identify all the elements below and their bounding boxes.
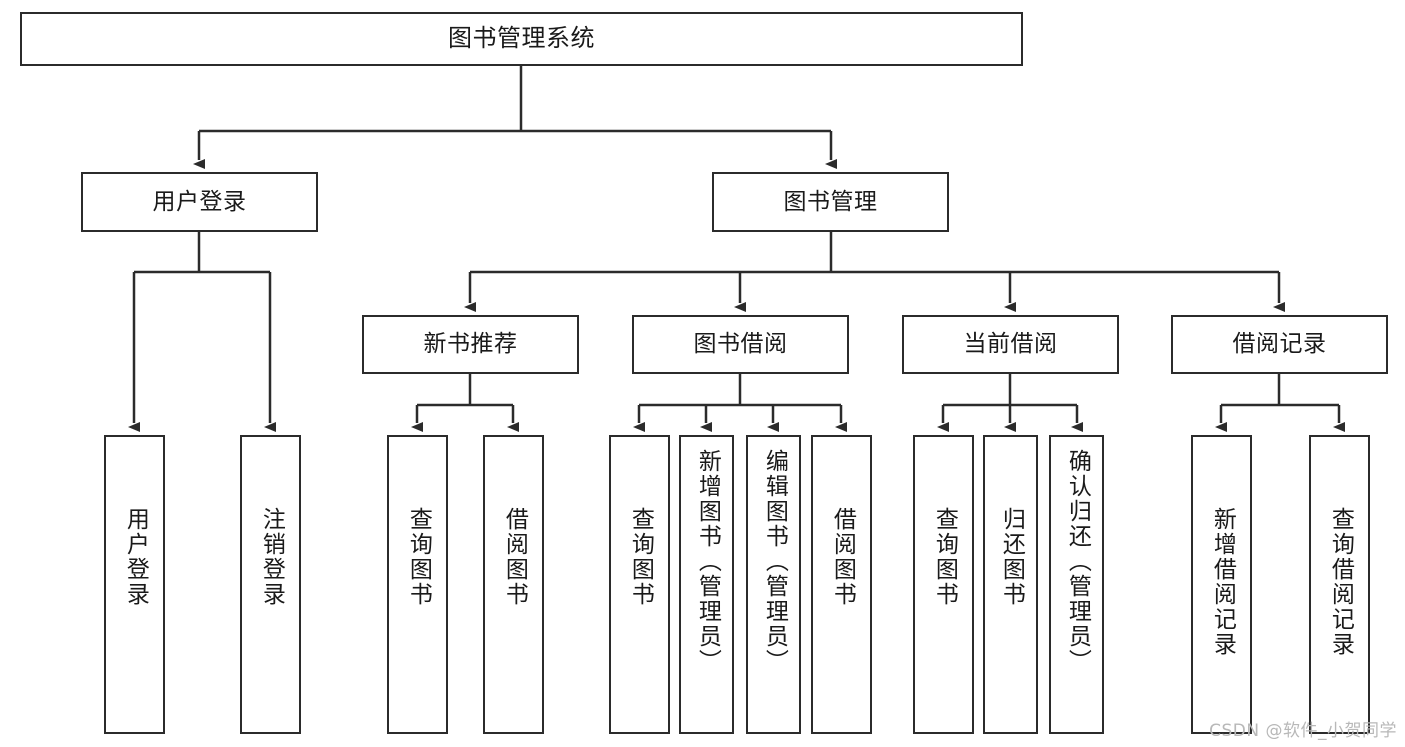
node-label: 查询图书 (931, 507, 958, 607)
node-label: 新增图书（管理员） (694, 449, 721, 674)
node-label: 借阅图书 (501, 507, 528, 607)
node-label: 图书管理系统 (448, 24, 595, 53)
leaf-borrow-edit-book-admin[interactable]: 编辑图书（管理员） (746, 435, 801, 734)
node-label: 查询图书 (405, 507, 432, 607)
node-label: 当前借阅 (963, 331, 1058, 358)
node-label: 归还图书 (998, 507, 1025, 607)
leaf-newbook-query-books[interactable]: 查询图书 (387, 435, 448, 734)
node-label: 用户登录 (122, 507, 149, 607)
node-label: 查询图书 (627, 507, 654, 607)
leaf-records-add-record[interactable]: 新增借阅记录 (1191, 435, 1252, 734)
leaf-records-query-record[interactable]: 查询借阅记录 (1309, 435, 1370, 734)
leaf-user-login[interactable]: 用户登录 (104, 435, 165, 734)
node-root-system[interactable]: 图书管理系统 (20, 12, 1023, 66)
leaf-borrow-add-book-admin[interactable]: 新增图书（管理员） (679, 435, 734, 734)
leaf-current-return-books[interactable]: 归还图书 (983, 435, 1038, 734)
node-label: 新书推荐 (423, 331, 518, 358)
node-label: 图书管理 (783, 188, 878, 215)
node-label: 确认归还（管理员） (1064, 449, 1091, 674)
leaf-current-query-books[interactable]: 查询图书 (913, 435, 974, 734)
node-label: 用户登录 (152, 188, 247, 215)
node-label: 图书借阅 (693, 331, 788, 358)
node-borrow-records[interactable]: 借阅记录 (1171, 315, 1388, 374)
node-current-borrow[interactable]: 当前借阅 (902, 315, 1119, 374)
node-label: 编辑图书（管理员） (761, 449, 788, 674)
node-user-login[interactable]: 用户登录 (81, 172, 318, 232)
watermark: CSDN @软件_小贺同学 (1209, 721, 1397, 741)
node-book-borrow[interactable]: 图书借阅 (632, 315, 849, 374)
node-book-management[interactable]: 图书管理 (712, 172, 949, 232)
leaf-borrow-borrow-books[interactable]: 借阅图书 (811, 435, 872, 734)
leaf-user-logout[interactable]: 注销登录 (240, 435, 301, 734)
leaf-borrow-query-books[interactable]: 查询图书 (609, 435, 670, 734)
node-label: 借阅图书 (829, 507, 856, 607)
node-label: 借阅记录 (1232, 331, 1327, 358)
node-label: 新增借阅记录 (1209, 507, 1236, 657)
node-new-book-recommend[interactable]: 新书推荐 (362, 315, 579, 374)
node-label: 查询借阅记录 (1327, 507, 1354, 657)
leaf-current-confirm-return-admin[interactable]: 确认归还（管理员） (1049, 435, 1104, 734)
node-label: 注销登录 (258, 507, 285, 607)
leaf-newbook-borrow-books[interactable]: 借阅图书 (483, 435, 544, 734)
